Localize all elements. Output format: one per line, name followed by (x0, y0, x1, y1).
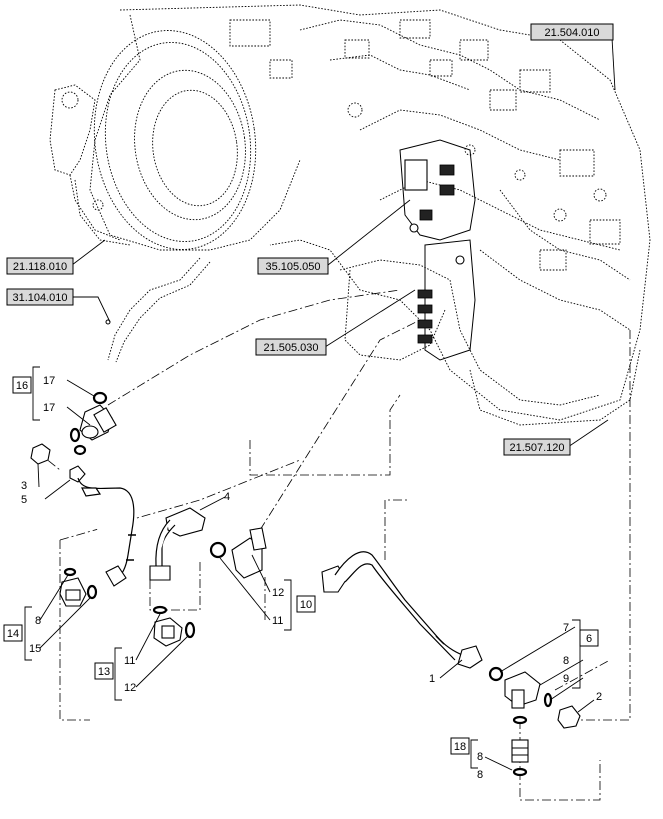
ref-label-31-104-010[interactable]: 31.104.010 (6, 288, 74, 306)
oring-15 (86, 584, 98, 600)
hose-4 (149, 507, 206, 581)
ref-label-21-507-120[interactable]: 21.507.120 (503, 438, 571, 456)
callout-2[interactable]: 2 (596, 691, 602, 703)
svg-text:10: 10 (300, 599, 312, 611)
callout-17-top[interactable]: 17 (43, 375, 55, 387)
callout-4[interactable]: 4 (224, 491, 230, 503)
callout-8-group18-top[interactable]: 8 (477, 751, 483, 763)
oring-11-13 (152, 605, 168, 615)
oring-12-13 (184, 621, 196, 639)
svg-text:21.118.010: 21.118.010 (13, 261, 67, 273)
oring-9 (543, 692, 553, 708)
ref-label-21-118-010[interactable]: 21.118.010 (6, 257, 74, 275)
oring-8-6 (512, 715, 528, 725)
oring-8-18 (512, 767, 528, 777)
elbow-fitting-16 (79, 404, 117, 441)
group-box-16[interactable]: 16 (12, 376, 32, 394)
callout-12-group13[interactable]: 12 (124, 682, 136, 694)
ref-label-21-505-030[interactable]: 21.505.030 (255, 338, 327, 356)
nut-3 (30, 443, 51, 465)
svg-text:16: 16 (16, 380, 28, 392)
group-box-10[interactable]: 10 (296, 595, 316, 613)
leader-lines (37, 37, 616, 771)
hose-1 (321, 551, 483, 669)
transmission-housing (49, 4, 651, 426)
svg-text:21.505.030: 21.505.030 (263, 342, 318, 354)
callout-9[interactable]: 9 (563, 673, 569, 685)
adapter-10 (231, 527, 267, 579)
fitting-14 (59, 577, 87, 607)
group-box-14[interactable]: 14 (3, 624, 23, 642)
svg-text:21.504.010: 21.504.010 (544, 27, 599, 39)
callout-5[interactable]: 5 (21, 494, 27, 506)
callout-3[interactable]: 3 (21, 480, 27, 492)
plug-2 (557, 705, 581, 729)
tee-fitting-6 (504, 671, 541, 709)
group-box-6[interactable]: 6 (579, 629, 599, 647)
svg-text:13: 13 (98, 666, 110, 678)
callout-8-group14[interactable]: 8 (35, 615, 41, 627)
svg-text:14: 14 (7, 628, 19, 640)
callout-15[interactable]: 15 (29, 643, 41, 655)
svg-text:6: 6 (586, 633, 592, 645)
svg-text:18: 18 (454, 741, 466, 753)
callout-11-group13[interactable]: 11 (124, 655, 135, 667)
group-brackets (24, 366, 581, 769)
oring-11-large (209, 541, 227, 559)
hose-5 (69, 465, 136, 587)
oring-17-mid (69, 427, 81, 443)
svg-text:21.507.120: 21.507.120 (509, 442, 564, 454)
oring-17-top (92, 391, 108, 405)
callout-1[interactable]: 1 (429, 673, 435, 685)
callout-11-group10[interactable]: 11 (272, 615, 283, 627)
nipple-18 (511, 739, 529, 763)
fitting-13 (153, 617, 183, 647)
callout-17-mid[interactable]: 17 (43, 402, 55, 414)
oring-small (73, 444, 87, 456)
ref-label-35-105-050[interactable]: 35.105.050 (257, 257, 329, 275)
callout-8-group18-bottom[interactable]: 8 (477, 769, 483, 781)
callout-7[interactable]: 7 (563, 622, 569, 634)
svg-text:31.104.010: 31.104.010 (12, 292, 67, 304)
oring-7 (488, 666, 504, 682)
oring-8-14 (63, 567, 77, 577)
svg-text:35.105.050: 35.105.050 (265, 261, 320, 273)
callout-8-group6[interactable]: 8 (563, 655, 569, 667)
ref-label-21-504-010[interactable]: 21.504.010 (530, 23, 614, 41)
valve-block (399, 139, 476, 361)
group-box-18[interactable]: 18 (450, 737, 470, 755)
callout-12-group10[interactable]: 12 (272, 587, 284, 599)
group-box-13[interactable]: 13 (94, 662, 114, 680)
